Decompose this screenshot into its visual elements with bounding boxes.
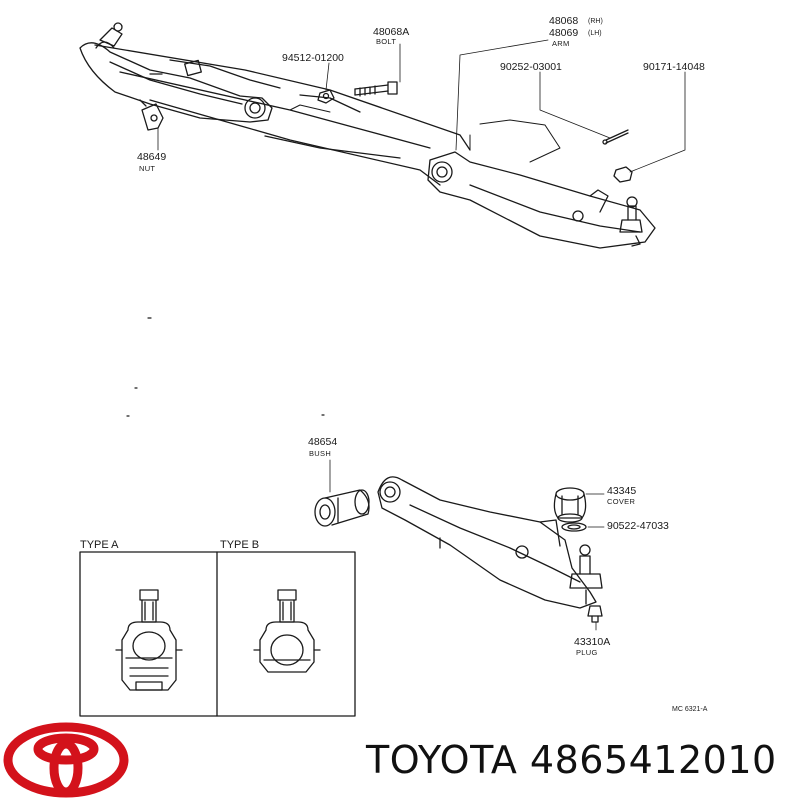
ball-joint-top-right [619,196,643,247]
label-90171: 90171-14048 [643,61,705,73]
ball-joint-top-left [95,22,123,49]
stray-marks [126,317,325,417]
lower-arm-right [427,151,656,249]
cover-43345 [553,487,587,523]
caption-title: TOYOTA 4865412010 [366,738,777,782]
label-type-b: TYPE B [220,539,260,551]
ball-joint-type-b [253,589,321,673]
label-type-a: TYPE A [80,539,119,551]
label-48649: 48649 [137,151,167,163]
toyota-logo-icon [3,722,129,798]
label-lh: (LH) [588,30,602,37]
label-bolt: BOLT [376,37,397,46]
label-cover: COVER [607,497,636,506]
label-plug: PLUG [576,648,598,657]
bottom-leader-lines [329,459,605,631]
label-48654: 48654 [308,436,338,448]
label-bush: BUSH [309,449,332,458]
nut-94512 [317,89,335,104]
nut-90171 [613,166,633,183]
label-48069: 48069 [549,27,579,39]
cotter-pin-90252 [602,129,629,145]
ball-joint-type-a [115,589,183,691]
label-rh: (RH) [588,18,603,25]
label-43310a: 43310A [574,636,611,648]
ring-90522 [561,522,587,532]
label-90522: 90522-47033 [607,520,669,532]
label-48068: 48068 [549,15,579,27]
top-leader-lines [157,39,686,173]
label-ref: MC 6321-A [672,706,708,713]
ball-joint-bottom [569,544,603,605]
nut-48649 [139,99,164,131]
bush-48654 [314,489,370,527]
label-90252: 90252-03001 [500,61,562,73]
label-arm: ARM [552,39,570,48]
label-94512: 94512-01200 [282,52,344,64]
bolt-48068a [354,81,398,97]
plug-43310a [587,605,603,623]
label-48068a: 48068A [373,26,410,38]
label-nut: NUT [139,164,156,173]
type-box [79,551,356,717]
label-43345: 43345 [607,485,637,497]
lower-arm-bottom [377,476,597,609]
lower-arm-left [79,42,273,123]
